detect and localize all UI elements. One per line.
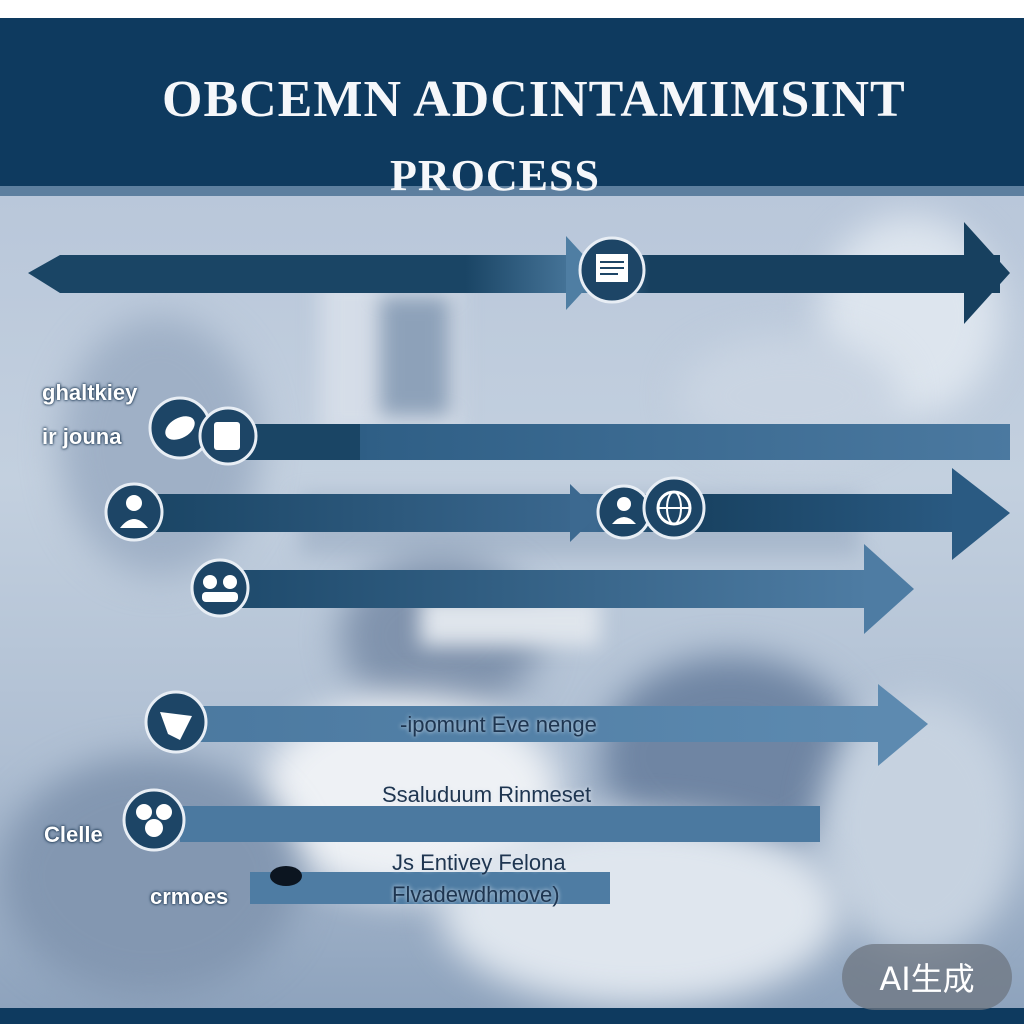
row7-text1: Js Entivey Felona: [392, 850, 566, 875]
bottom-bar: [0, 1008, 1024, 1024]
dark-spot: [270, 866, 302, 886]
team-icon: [122, 788, 186, 852]
arrow-row-7: [250, 872, 610, 904]
header-banner: OBCEMN ADCINTAMIMSINT PROCESS: [0, 18, 1024, 200]
arrow-row-6: [180, 806, 820, 842]
ai-generated-badge: AI生成: [842, 944, 1012, 1010]
handshake-icon: [144, 690, 208, 754]
arrow-row-4: [240, 544, 914, 634]
arrow-row-2: [210, 424, 1010, 460]
row5-text: -ipomunt Eve nenge: [400, 712, 597, 737]
side-label-1a: ghaltkiey: [42, 380, 138, 405]
user-icon: [596, 484, 652, 540]
arrow-row-1: [28, 222, 1010, 324]
side-label-1b: ir jouna: [42, 424, 122, 449]
person-icon: [104, 482, 164, 542]
row7-text2: Flvadewdhmove): [392, 882, 560, 907]
page-title-line1: OBCEMN ADCINTAMIMSINT: [162, 71, 906, 128]
hands-icon: [148, 396, 212, 460]
arrow-row-5: [190, 684, 928, 766]
page-title-line2: PROCESS: [390, 151, 600, 200]
group-icon: [190, 558, 250, 618]
document-icon: [578, 236, 646, 304]
globe-icon: [642, 476, 706, 540]
row6-text: Ssaluduum Rinmeset: [382, 782, 592, 807]
side-label-7: crmoes: [150, 884, 229, 909]
arrow-row-3: [150, 468, 1010, 560]
side-label-6: Clelle: [44, 822, 103, 847]
tablet-icon: [198, 406, 258, 466]
top-strip: [0, 0, 1024, 18]
